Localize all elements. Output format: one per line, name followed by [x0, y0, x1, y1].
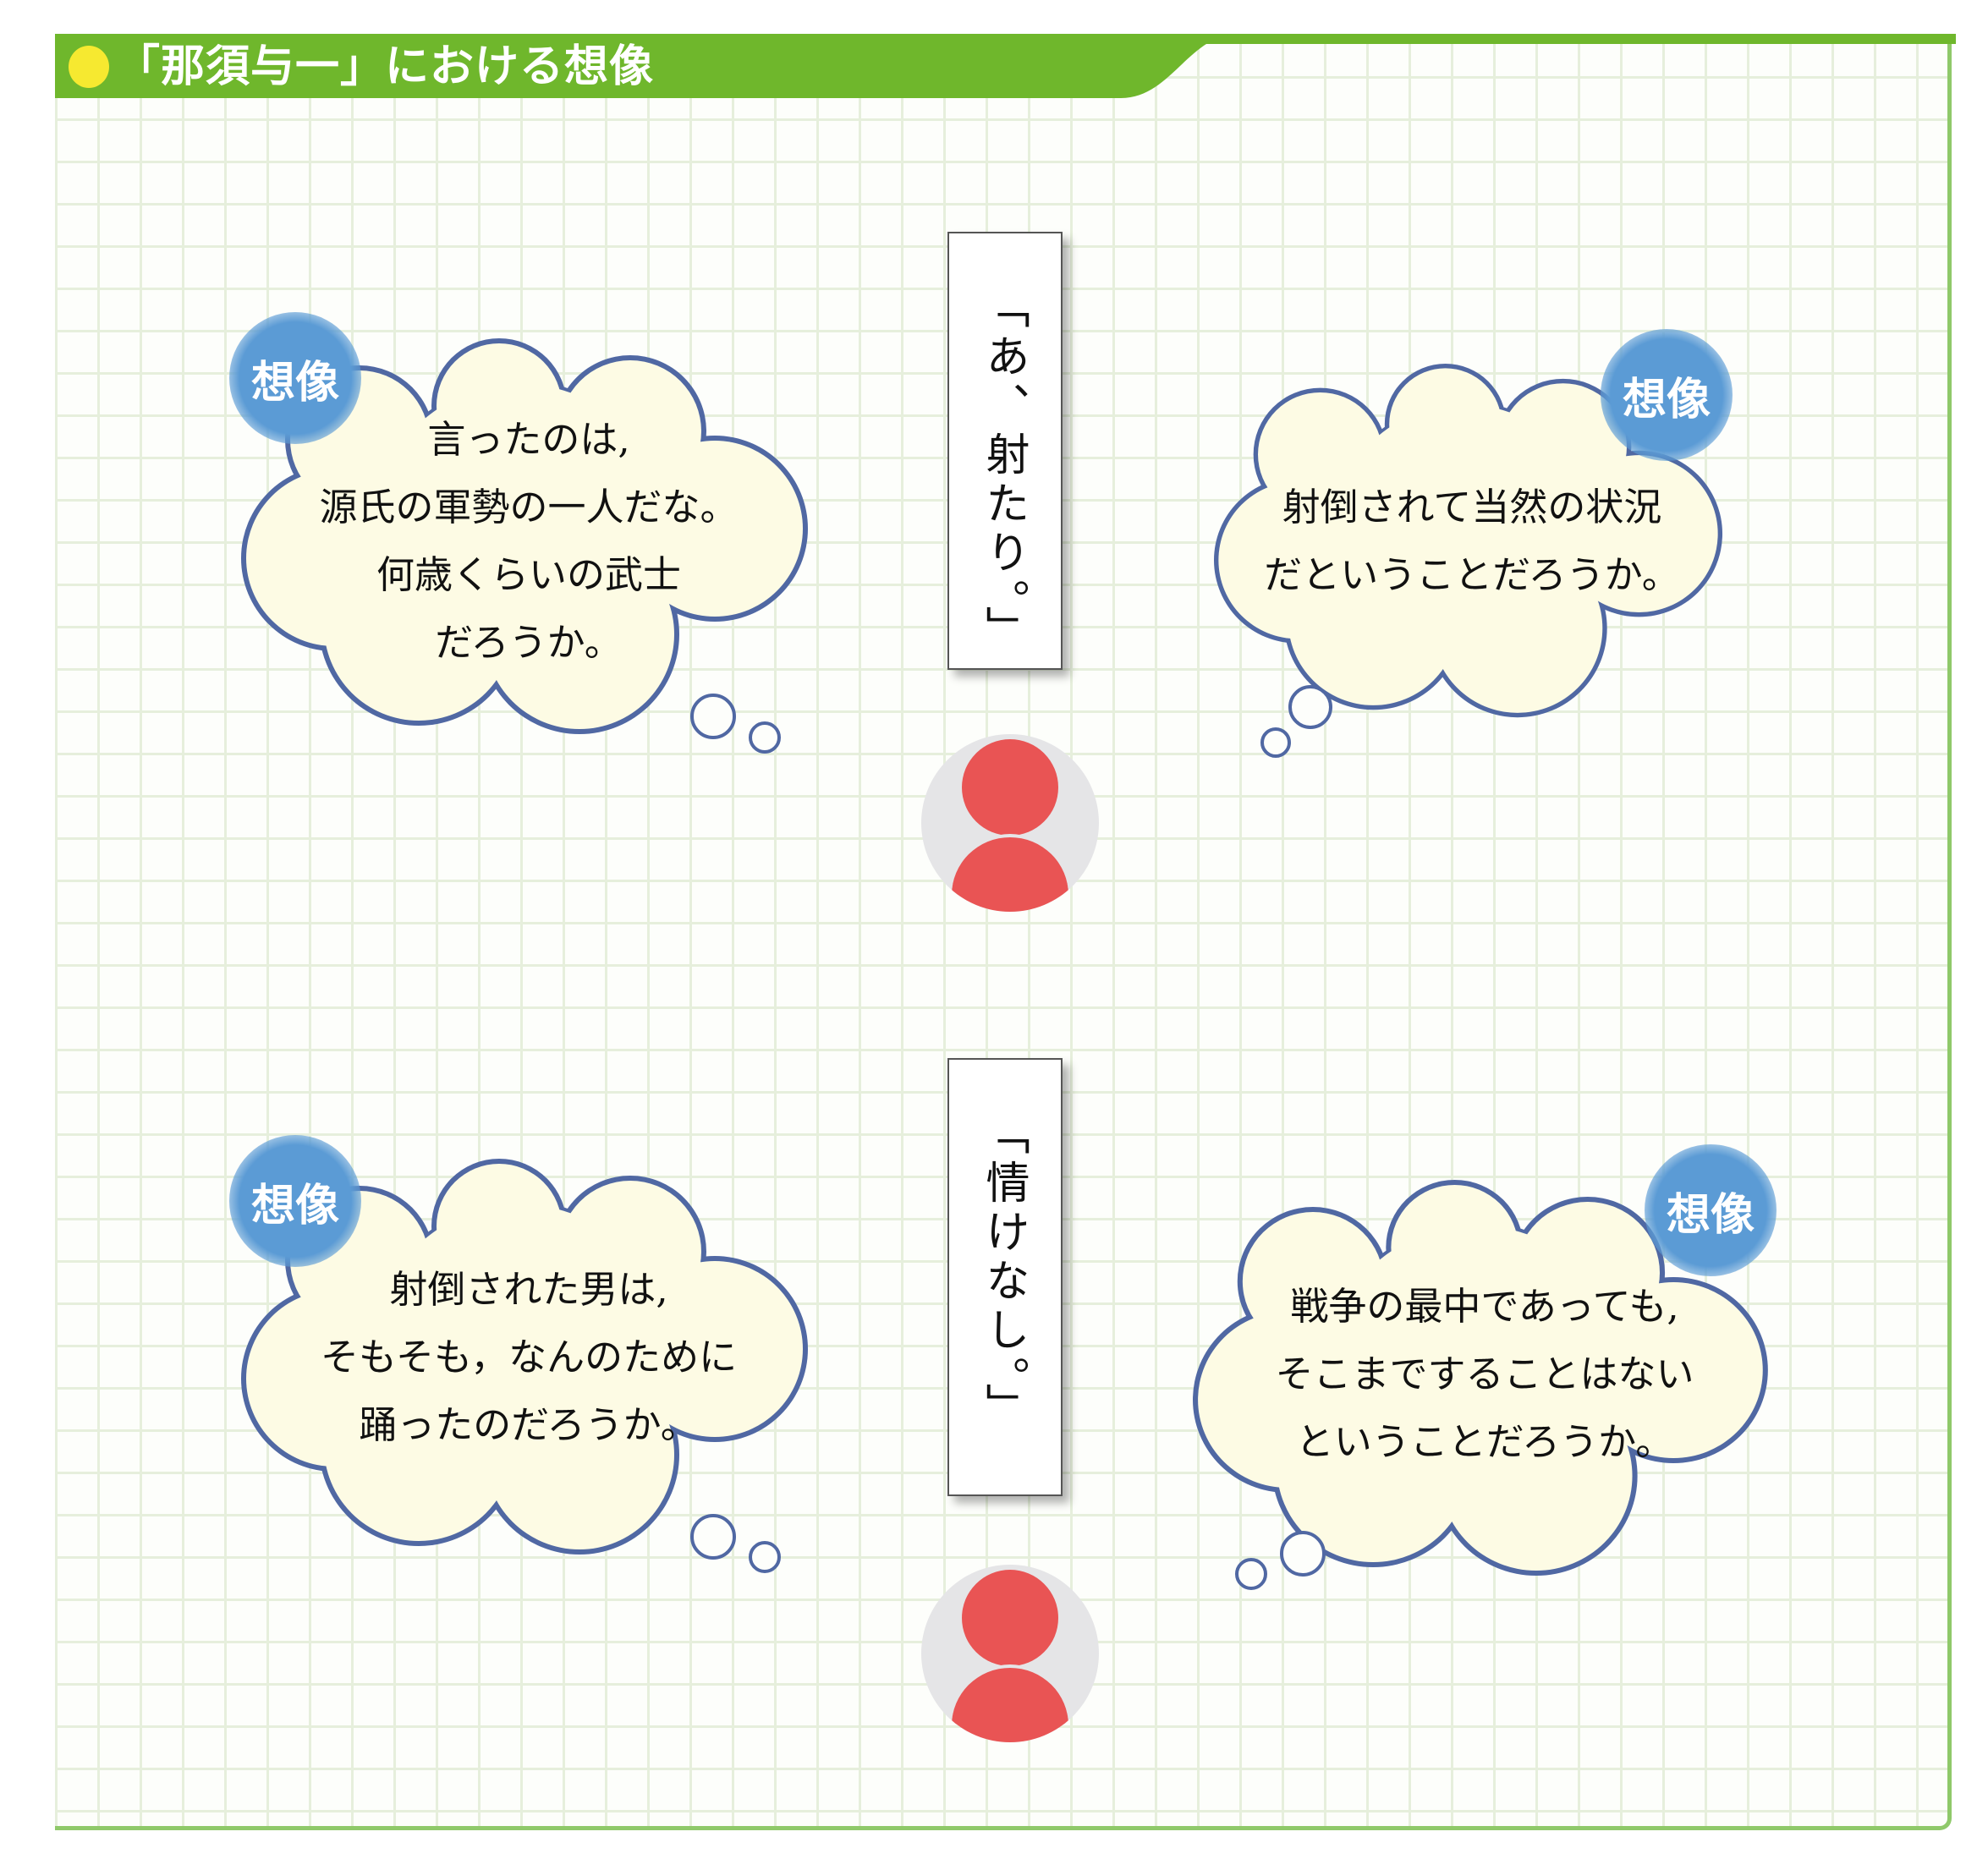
imagination-badge: 想像	[1601, 329, 1733, 461]
header-tab-shape	[55, 34, 1239, 98]
cloud-shape	[1214, 364, 1723, 718]
thought-line: 源氏の軍勢の一人だな。	[319, 485, 739, 529]
thought-dot	[1260, 727, 1291, 758]
yellow-circle-icon	[69, 46, 109, 88]
thought-bubble-4: 戦争の最中であっても, そこまですることはない ということだろうか。	[1193, 1180, 1777, 1577]
thought-line: ということだろうか。	[1295, 1419, 1674, 1464]
section-title: 「那須与一」における想像	[116, 41, 655, 92]
cloud-shape	[1193, 1180, 1768, 1576]
thought-dot	[1280, 1531, 1326, 1577]
quote-box-1: 「あ、射たり。」	[947, 232, 1063, 670]
thought-dot	[1288, 685, 1332, 729]
imagination-badge: 想像	[1645, 1144, 1777, 1276]
cloud-shape	[241, 1159, 808, 1555]
thought-line: 言ったのは,	[427, 417, 630, 462]
thought-line: だということだろうか。	[1264, 552, 1680, 597]
thought-line: だろうか。	[435, 620, 623, 665]
thought-dot	[1235, 1558, 1267, 1590]
thought-dot	[690, 694, 736, 739]
thought-bubble-3: 射倒された男は, そもそも，なんのために 踊ったのだろうか。	[241, 1159, 816, 1556]
thought-dot	[749, 1541, 781, 1573]
thought-line: 射倒されて当然の状況	[1282, 485, 1662, 529]
thought-text: 言ったのは, 源氏の軍勢の一人だな。 何歳くらいの武士 だろうか。	[241, 406, 816, 677]
thought-text: 戦争の最中であっても, そこまですることはない ということだろうか。	[1193, 1273, 1777, 1476]
thought-line: 踊ったのだろうか。	[359, 1402, 699, 1447]
thought-text: 射倒された男は, そもそも，なんのために 踊ったのだろうか。	[241, 1256, 816, 1459]
thought-bubble-1: 言ったのは, 源氏の軍勢の一人だな。 何歳くらいの武士 だろうか。	[241, 338, 816, 736]
imagination-badge: 想像	[229, 312, 361, 444]
quote-box-2: 「情けなし。」	[947, 1058, 1063, 1496]
quote-text: 「あ、射たり。」	[978, 284, 1029, 655]
section-header: 「那須与一」における想像	[55, 34, 1239, 98]
thought-line: 射倒された男は,	[389, 1267, 668, 1312]
person-avatar-icon	[921, 734, 1099, 912]
thought-text: 射倒されて当然の状況 だということだろうか。	[1214, 474, 1730, 609]
cloud-shape	[241, 338, 808, 734]
thought-line: そこまですることはない	[1275, 1352, 1694, 1396]
quote-text: 「情けなし。」	[978, 1110, 1029, 1432]
thought-bubble-2: 射倒されて当然の状況 だということだろうか。	[1214, 364, 1730, 719]
thought-dot	[749, 721, 781, 754]
imagination-badge: 想像	[229, 1135, 361, 1267]
thought-line: 戦争の最中であっても,	[1290, 1284, 1679, 1329]
thought-line: 何歳くらいの武士	[376, 552, 681, 597]
thought-line: そもそも，なんのために	[320, 1335, 738, 1379]
person-avatar-icon	[921, 1565, 1099, 1742]
thought-dot	[690, 1514, 736, 1560]
